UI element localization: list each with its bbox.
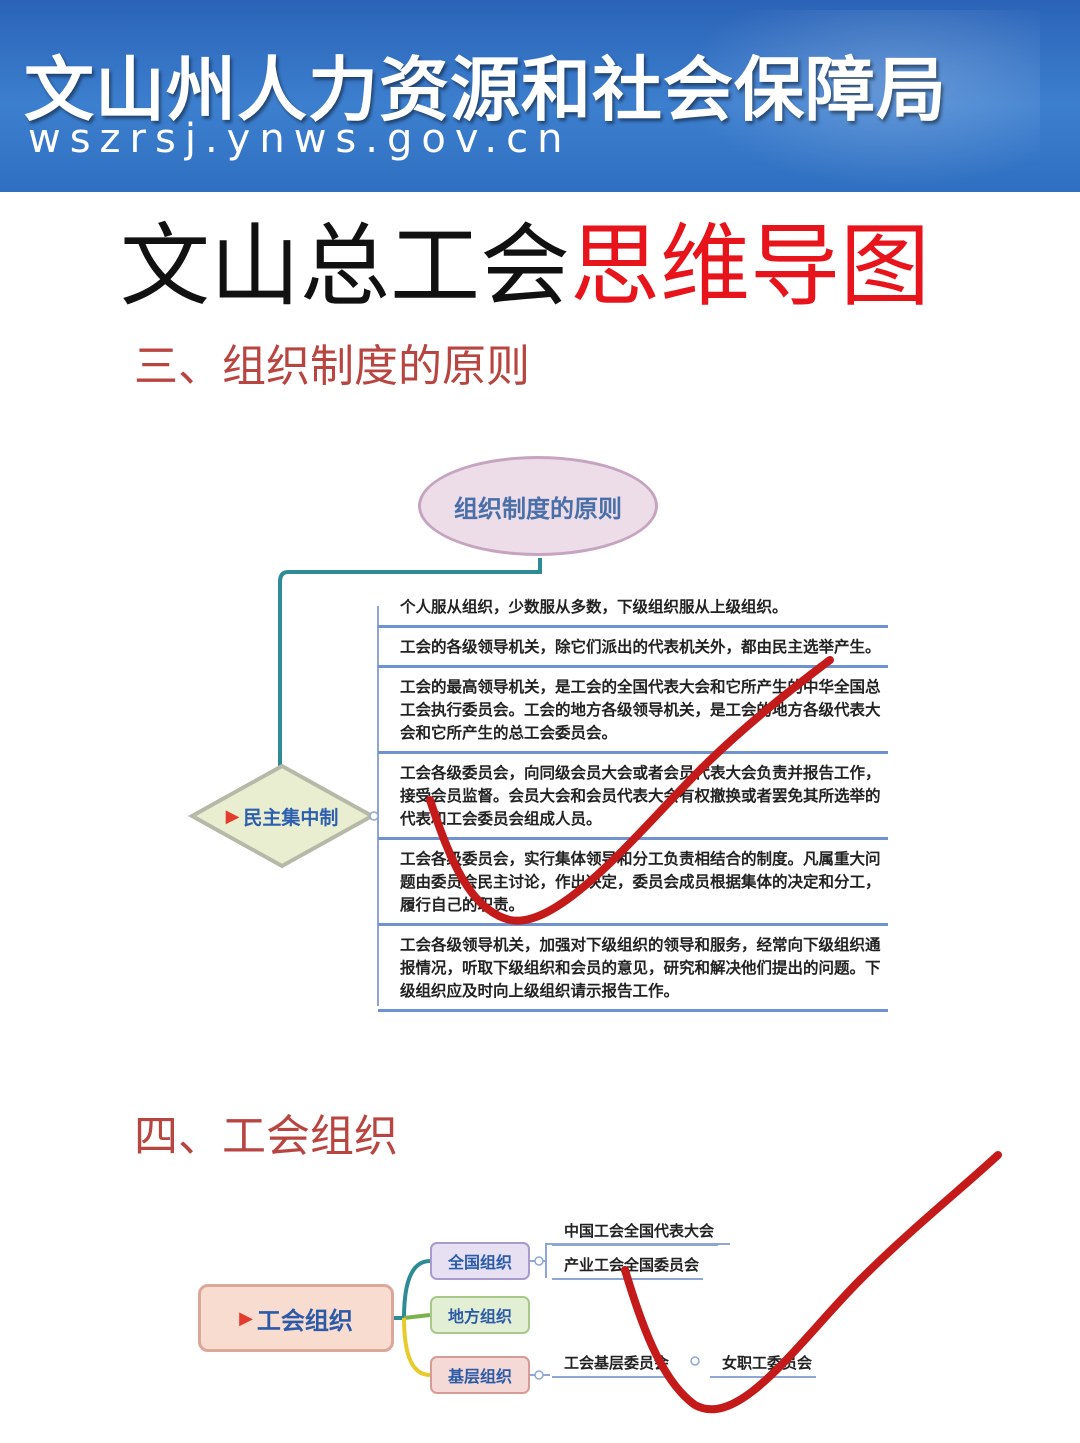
rule-list: 个人服从组织，少数服从多数，下级组织服从上级组织。 工会的各级领导机关，除它们派…	[378, 588, 888, 1012]
node-grassroots: 基层组织	[430, 1356, 530, 1394]
mindmap1-connectors	[187, 558, 542, 1006]
rule-item: 工会各级委员会，实行集体领导和分工负责相结合的制度。凡属重大问题由委员会民主讨论…	[378, 840, 888, 926]
mindmap-union-organization: ▶工会组织 全国组织 地方组织 基层组织 中国工会全国代表大会 产业工会全国委员…	[190, 1200, 890, 1420]
mindmap1-root-node: 组织制度的原则	[418, 456, 658, 556]
mindmap-organization-principles: 组织制度的原则 ▶民主集中制 个人服从组织，少数服从多数，下级组织服从上级组织。…	[160, 420, 920, 1040]
rule-item: 工会的各级领导机关，除它们派出的代表机关外，都由民主选举产生。	[378, 628, 888, 668]
branch-label: 民主集中制	[243, 806, 339, 829]
page-title: 文山总工会思维导图	[120, 212, 930, 322]
title-black-part: 文山总工会	[120, 214, 570, 319]
header-banner: 文山州人力资源和社会保障局 wszrsj.ynws.gov.cn	[0, 0, 1080, 192]
site-name: 文山州人力资源和社会保障局	[24, 49, 947, 131]
rule-item: 工会的最高领导机关，是工会的全国代表大会和它所产生的中华全国总工会执行委员会。工…	[378, 668, 888, 754]
national-item: 产业工会全国委员会	[552, 1254, 704, 1280]
rule-item: 工会各级委员会，向同级会员大会或者会员代表大会负责并报告工作，接受会员监督。会员…	[378, 754, 888, 840]
title-red-part: 思维导图	[570, 214, 930, 319]
rule-item: 工会各级领导机关，加强对下级组织的领导和服务，经常向下级组织通报情况，听取下级组…	[378, 926, 888, 1012]
rule-item: 个人服从组织，少数服从多数，下级组织服从上级组织。	[378, 588, 888, 628]
section3-heading: 三、组织制度的原则	[134, 341, 530, 392]
national-item: 中国工会全国代表大会	[552, 1220, 719, 1246]
node-local: 地方组织	[430, 1296, 530, 1334]
node-national: 全国组织	[430, 1242, 530, 1280]
section4-heading: 四、工会组织	[134, 1111, 398, 1162]
branch-diamond	[187, 763, 377, 869]
grassroots-item: 工会基层委员会	[552, 1352, 674, 1378]
mindmap2-root-node: ▶工会组织	[198, 1284, 394, 1352]
site-url: wszrsj.ynws.gov.cn	[28, 116, 572, 162]
grassroots-item: 女职工委员会	[710, 1352, 817, 1378]
banner-decoration	[680, 10, 1040, 190]
flag-icon: ▶	[225, 805, 240, 827]
mindmap1-branch-node: ▶民主集中制	[192, 766, 372, 866]
flag-icon: ▶	[239, 1307, 253, 1329]
